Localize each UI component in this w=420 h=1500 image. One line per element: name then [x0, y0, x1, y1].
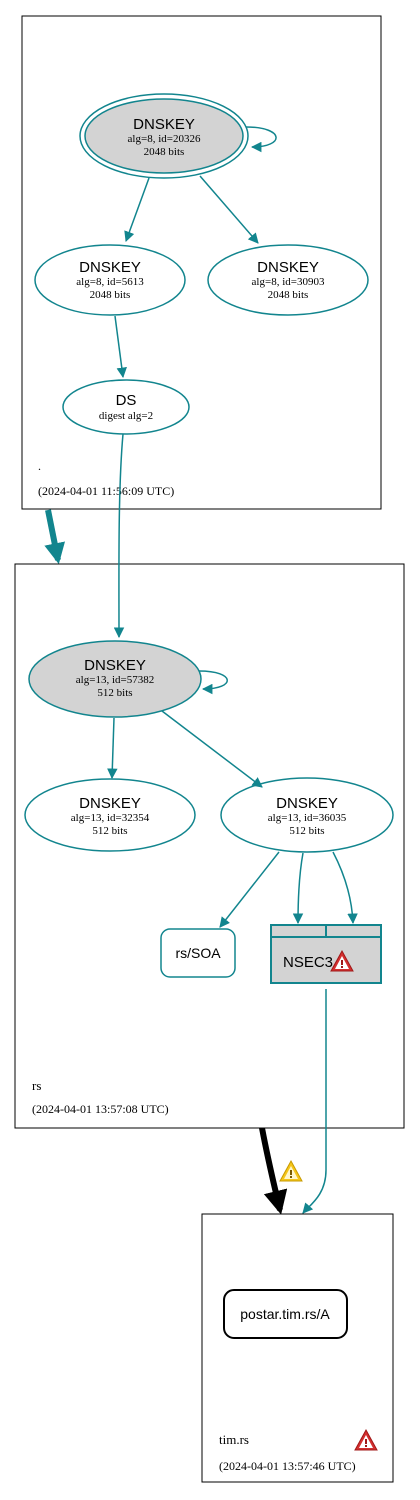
nsec3-proof-edge	[302, 989, 327, 1214]
signature-edge	[124, 177, 150, 242]
node-detail: alg=13, id=32354	[71, 812, 150, 824]
signature-edge	[332, 851, 358, 925]
dnskey-node-root-zsk-30903[interactable]: DNSKEY alg=8, id=30903 2048 bits	[207, 244, 369, 316]
rrset-node-postar-a[interactable]: postar.tim.rs/A	[223, 1289, 348, 1339]
signature-edge	[161, 710, 263, 788]
delegation-edge-rs-timrs	[259, 1127, 288, 1215]
zone-rs: DNSKEY alg=13, id=57382 512 bits DNSKEY …	[14, 563, 405, 1129]
node-label: NSEC3	[283, 954, 333, 971]
node-label: postar.tim.rs/A	[240, 1306, 330, 1322]
signature-edge	[292, 852, 304, 925]
node-detail: 2048 bits	[90, 289, 131, 301]
signature-edge	[199, 175, 259, 244]
signature-edge	[107, 717, 118, 780]
node-label: rs/SOA	[175, 945, 221, 961]
dnskey-node-root-ksk[interactable]: DNSKEY alg=8, id=20326 2048 bits	[79, 93, 249, 179]
zone-timrs-border	[201, 1213, 394, 1483]
node-title: DNSKEY	[84, 657, 146, 674]
ds-node-rs[interactable]: DS digest alg=2	[62, 379, 190, 435]
node-detail: digest alg=2	[99, 410, 153, 422]
node-detail: alg=13, id=57382	[76, 674, 154, 686]
rrset-node-rs-soa[interactable]: rs/SOA	[160, 928, 236, 978]
warning-red-icon[interactable]	[354, 1428, 378, 1451]
dnskey-node-root-zsk-5613[interactable]: DNSKEY alg=8, id=5613 2048 bits	[34, 244, 186, 316]
node-detail: alg=8, id=5613	[76, 276, 144, 288]
node-title: DNSKEY	[276, 795, 338, 812]
signature-edge	[114, 315, 127, 379]
dnskey-node-rs-zsk-36035[interactable]: DNSKEY alg=13, id=36035 512 bits	[220, 777, 394, 853]
zone-name: .	[38, 459, 41, 473]
nsec3-node-rs[interactable]: NSEC3	[270, 924, 382, 984]
dnskey-node-rs-ksk[interactable]: DNSKEY alg=13, id=57382 512 bits	[28, 640, 202, 718]
node-detail: 512 bits	[289, 825, 324, 837]
zone-timrs: postar.tim.rs/A tim.rs (2024-04-01 13:57…	[201, 1213, 394, 1483]
zone-timestamp: (2024-04-01 13:57:46 UTC)	[219, 1459, 356, 1473]
node-detail: 512 bits	[92, 825, 127, 837]
warning-yellow-icon[interactable]	[279, 1159, 303, 1182]
node-title: DNSKEY	[79, 795, 141, 812]
node-detail: 2048 bits	[268, 289, 309, 301]
self-signature-edge	[198, 670, 228, 695]
zone-name: rs	[32, 1078, 41, 1093]
node-detail: alg=8, id=30903	[252, 276, 325, 288]
ds-to-dnskey-edge	[113, 433, 125, 639]
node-detail: 512 bits	[97, 687, 132, 699]
node-detail: 2048 bits	[144, 146, 185, 158]
node-title: DNSKEY	[133, 116, 195, 133]
zone-name: tim.rs	[219, 1432, 249, 1447]
zone-timestamp: (2024-04-01 11:56:09 UTC)	[38, 484, 174, 498]
delegation-edge-root-rs	[44, 509, 66, 565]
node-title: DS	[116, 392, 137, 409]
node-detail: alg=8, id=20326	[128, 133, 201, 145]
signature-edge	[219, 851, 280, 928]
node-title: DNSKEY	[79, 259, 141, 276]
zone-timestamp: (2024-04-01 13:57:08 UTC)	[32, 1102, 169, 1116]
dnskey-node-rs-zsk-32354[interactable]: DNSKEY alg=13, id=32354 512 bits	[24, 778, 196, 852]
zone-root: DNSKEY alg=8, id=20326 2048 bits DNSKEY …	[21, 15, 382, 510]
self-signature-edge	[245, 126, 277, 153]
node-detail: alg=13, id=36035	[268, 812, 347, 824]
node-title: DNSKEY	[257, 259, 319, 276]
warning-red-icon[interactable]	[330, 949, 354, 972]
